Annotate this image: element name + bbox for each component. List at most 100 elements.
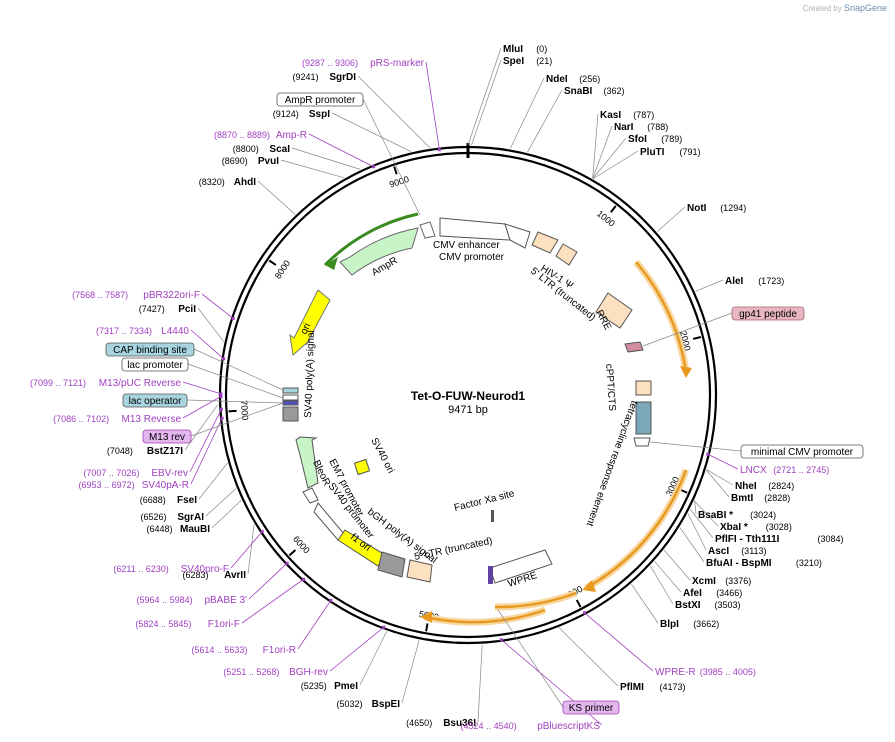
site-label-11[interactable]: BmtI(2828): [731, 493, 790, 504]
primer-label-5[interactable]: M13 Reverse(7086 .. 7102): [53, 414, 181, 425]
site-label-8[interactable]: NotI(1294): [687, 203, 746, 214]
ltr-truncated-3-feature[interactable]: [406, 559, 433, 583]
site-name: AvrII: [224, 570, 246, 581]
lac-operator-feature[interactable]: [282, 400, 299, 406]
site-label-32[interactable]: PvuI(8690): [222, 156, 279, 167]
tre-feature[interactable]: [635, 401, 652, 435]
site-label-20[interactable]: BlpI(3662): [660, 619, 719, 630]
site-label-4[interactable]: KasI(787): [600, 110, 654, 121]
site-label-27[interactable]: SgrAI(6526): [140, 512, 204, 523]
bgh-polya-feature[interactable]: [377, 551, 406, 578]
cap-binding-site-label[interactable]: CAP binding site: [105, 342, 195, 357]
sv40-polya-feature[interactable]: [282, 406, 299, 422]
site-label-16[interactable]: BfuAI - BspMI(3210): [706, 558, 822, 569]
site-label-22[interactable]: Bsu36I(4650): [406, 718, 476, 729]
primer-label-0[interactable]: pRS-marker(9287 .. 9306): [302, 58, 425, 69]
ampr-outer-arrow[interactable]: [323, 212, 419, 267]
site-label-13[interactable]: XbaI *(3028): [720, 522, 792, 533]
ampr-feature[interactable]: [339, 227, 419, 276]
cap-binding-site-feature[interactable]: [282, 387, 299, 394]
site-label-10[interactable]: NheI(2824): [735, 481, 794, 492]
site-leader-line: [695, 279, 724, 292]
lac-promoter-label[interactable]: lac promoter: [121, 357, 189, 372]
site-label-2[interactable]: NdeI(256): [546, 74, 600, 85]
orange-arc-1[interactable]: [635, 261, 688, 373]
primer-label-1[interactable]: Amp-R(8870 .. 8889): [214, 130, 307, 141]
site-label-7[interactable]: PluTI(791): [640, 147, 701, 158]
factor-xa-feature[interactable]: [491, 510, 494, 522]
site-leader-line: [509, 77, 545, 149]
primer-label-15[interactable]: LNCX(2721 .. 2745): [740, 465, 829, 476]
primer-label-8[interactable]: SV40pro-F(6211 .. 6230): [113, 564, 229, 575]
site-label-24[interactable]: PmeI(5235): [301, 681, 358, 692]
lac-operator-label[interactable]: lac operator: [122, 393, 188, 408]
primer-label-4[interactable]: M13/pUC Reverse(7099 .. 7121): [30, 378, 181, 389]
lac-promoter-feature[interactable]: [282, 394, 299, 401]
site-label-15[interactable]: AscI(3113): [708, 546, 767, 557]
site-label-1[interactable]: SpeI(21): [503, 56, 552, 67]
site-label-0[interactable]: MluI(0): [503, 44, 547, 55]
primer-label-9[interactable]: pBABE 3'(5964 .. 5984): [137, 595, 248, 606]
primer-label-12[interactable]: BGH-rev(5251 .. 5268): [223, 667, 328, 678]
f1-ori-feature[interactable]: [337, 529, 386, 567]
site-label-29[interactable]: BstZ17I(7048): [107, 446, 183, 457]
cppt-cts-feature[interactable]: [635, 380, 652, 396]
site-label-6[interactable]: SfoI(789): [628, 134, 682, 145]
site-label-9[interactable]: AleI(1723): [725, 276, 784, 287]
ring-tick-7000: [228, 409, 237, 413]
gp41-feature[interactable]: [624, 341, 644, 353]
site-label-34[interactable]: SspI(9124): [273, 109, 330, 120]
site-label-5[interactable]: NarI(788): [614, 122, 668, 133]
primer-name: pBR322ori-F: [143, 290, 200, 301]
rre-feature[interactable]: [595, 292, 633, 329]
site-label-31[interactable]: AhdI(8320): [199, 177, 256, 188]
sv40-ori-feature[interactable]: [353, 458, 371, 476]
ltr-5-truncated-feature[interactable]: [531, 231, 559, 254]
site-label-12[interactable]: BsaBI *(3024): [698, 510, 776, 521]
site-label-26[interactable]: MauBI(6448): [146, 524, 210, 535]
primer-label-13[interactable]: pBluescriptKS(4524 .. 4540): [461, 721, 601, 732]
em7-promoter-feature[interactable]: [302, 487, 319, 504]
hiv-psi-feature[interactable]: [555, 243, 578, 266]
ks-primer-leader-line: [497, 609, 564, 708]
orange-arc-4[interactable]: [424, 608, 546, 624]
primer-label-2[interactable]: pBR322ori-F(7568 .. 7587): [72, 290, 200, 301]
m13-rev-label[interactable]: M13 rev: [142, 429, 192, 444]
amp-promoter-label[interactable]: AmpR promoter: [276, 92, 364, 107]
site-label-25[interactable]: AvrII(6283): [182, 570, 246, 581]
cmv-enhancer-feature[interactable]: [439, 217, 511, 241]
site-label-35[interactable]: SgrDI(9241): [292, 72, 356, 83]
site-label-18[interactable]: AfeI(3466): [683, 588, 742, 599]
site-label-33[interactable]: ScaI(8800): [233, 144, 290, 155]
primer-marker: [219, 407, 223, 411]
primer-label-3[interactable]: L4440(7317 .. 7334): [96, 326, 189, 337]
site-label-23[interactable]: BspEI(5032): [336, 699, 400, 710]
site-label-14[interactable]: PflFI - Tth111I(3084): [715, 534, 844, 545]
gp41-peptide-label[interactable]: gp41 peptide: [731, 306, 805, 321]
ampr-promoter-feature[interactable]: [419, 221, 436, 239]
site-label-28[interactable]: FseI(6688): [140, 495, 197, 506]
ks-primer-label[interactable]: KS primer: [562, 700, 620, 715]
site-label-17[interactable]: XcmI(3376): [692, 576, 751, 587]
primer-label-14[interactable]: WPRE-R(3985 .. 4005): [655, 667, 756, 678]
cmv-promoter-feature[interactable]: [504, 223, 531, 249]
primer-label-10[interactable]: F1ori-F(5824 .. 5845): [135, 619, 240, 630]
orange-arc-3[interactable]: [494, 591, 577, 609]
orange-arc-2-head: [582, 580, 596, 592]
site-label-3[interactable]: SnaBI(362): [564, 86, 625, 97]
site-label-21[interactable]: PflMI(4173): [620, 682, 686, 693]
wpre-feature[interactable]: [489, 549, 553, 584]
bleor-feature[interactable]: [295, 436, 319, 489]
site-label-30[interactable]: PciI(7427): [139, 304, 196, 315]
orange-arc-2[interactable]: [585, 469, 688, 590]
min-cmv-feature[interactable]: [633, 437, 651, 447]
sv40-promoter-feature[interactable]: [313, 502, 346, 541]
primer-label-7[interactable]: SV40pA-R(6953 .. 6972): [79, 480, 189, 491]
primer-label-6[interactable]: EBV-rev(7007 .. 7026): [83, 468, 188, 479]
lac-operator-leader-line: [186, 399, 284, 404]
site-label-19[interactable]: BstXI(3503): [675, 600, 741, 611]
minimal-cmv-promoter-label[interactable]: minimal CMV promoter: [740, 444, 864, 459]
primer-name: SV40pA-R: [142, 480, 189, 491]
primer-label-11[interactable]: F1ori-R(5614 .. 5633): [191, 645, 296, 656]
ori-feature[interactable]: [289, 289, 331, 356]
